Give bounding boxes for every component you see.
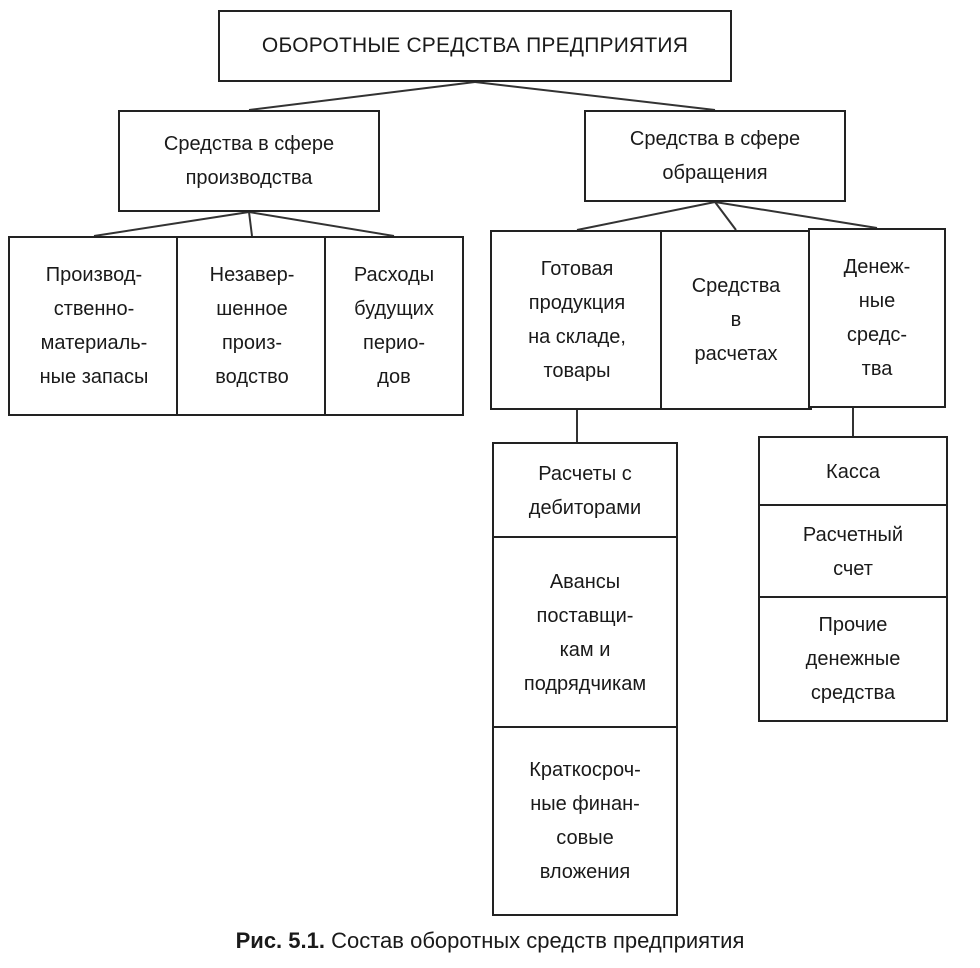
cash-desk-label: Касса: [826, 461, 880, 483]
money-label: Денеж- ные средс- тва: [843, 256, 911, 380]
connector-production-item1: [93, 211, 250, 237]
inventory-node: Производ- ственно- материаль- ные запасы: [8, 236, 180, 416]
connector-circulation-item2: [714, 201, 737, 231]
finished-goods-label: Готовая продукция на складе, товары: [528, 258, 626, 382]
cash-desk-node: Касса: [758, 436, 948, 508]
figure-caption-text: Состав оборотных средств предприятия: [324, 928, 745, 953]
debtors-node: Расчеты с дебиторами: [492, 442, 678, 540]
finished-goods-node: Готовая продукция на складе, товары: [490, 230, 664, 410]
figure-caption-number: Рис. 5.1.: [235, 928, 325, 953]
circulation-sphere-label: Средства в сфере обращения: [629, 128, 801, 184]
short-term-investments-label: Краткосроч- ные финан- совые вложения: [529, 759, 641, 883]
other-money-node: Прочие денежные средства: [758, 596, 948, 722]
inventory-label: Производ- ственно- материаль- ные запасы: [39, 264, 149, 388]
connector-root-circulation: [474, 81, 716, 111]
other-money-label: Прочие денежные средства: [805, 614, 901, 704]
bank-account-label: Расчетный счет: [802, 524, 904, 580]
receivables-label: Средства в расчетах: [691, 275, 781, 365]
production-sphere-label: Средства в сфере производства: [163, 133, 335, 189]
connector-root-production: [248, 81, 476, 111]
work-in-progress-node: Незавер- шенное произ- водство: [176, 236, 328, 416]
money-node: Денеж- ные средс- тва: [808, 228, 946, 408]
advances-node: Авансы поставщи- кам и подрядчикам: [492, 536, 678, 730]
circulation-sphere-node: Средства в сфере обращения: [584, 110, 846, 202]
short-term-investments-node: Краткосроч- ные финан- совые вложения: [492, 726, 678, 916]
root-node: ОБОРОТНЫЕ СРЕДСТВА ПРЕДПРИЯТИЯ: [218, 10, 732, 82]
production-sphere-node: Средства в сфере производства: [118, 110, 380, 212]
deferred-expenses-label: Расходы будущих перио- дов: [353, 264, 435, 388]
receivables-node: Средства в расчетах: [660, 230, 812, 410]
connector-circulation-item1: [576, 201, 716, 231]
advances-label: Авансы поставщи- кам и подрядчикам: [523, 571, 647, 695]
connector-production-item2: [248, 211, 253, 237]
deferred-expenses-node: Расходы будущих перио- дов: [324, 236, 464, 416]
work-in-progress-label: Незавер- шенное произ- водство: [209, 264, 295, 388]
connector-production-item3: [248, 211, 395, 237]
figure-caption: Рис. 5.1. Состав оборотных средств предп…: [0, 924, 980, 958]
root-node-label: ОБОРОТНЫЕ СРЕДСТВА ПРЕДПРИЯТИЯ: [261, 34, 689, 57]
bank-account-node: Расчетный счет: [758, 504, 948, 600]
debtors-label: Расчеты с дебиторами: [528, 463, 642, 519]
connector-circulation-item3: [714, 201, 878, 229]
